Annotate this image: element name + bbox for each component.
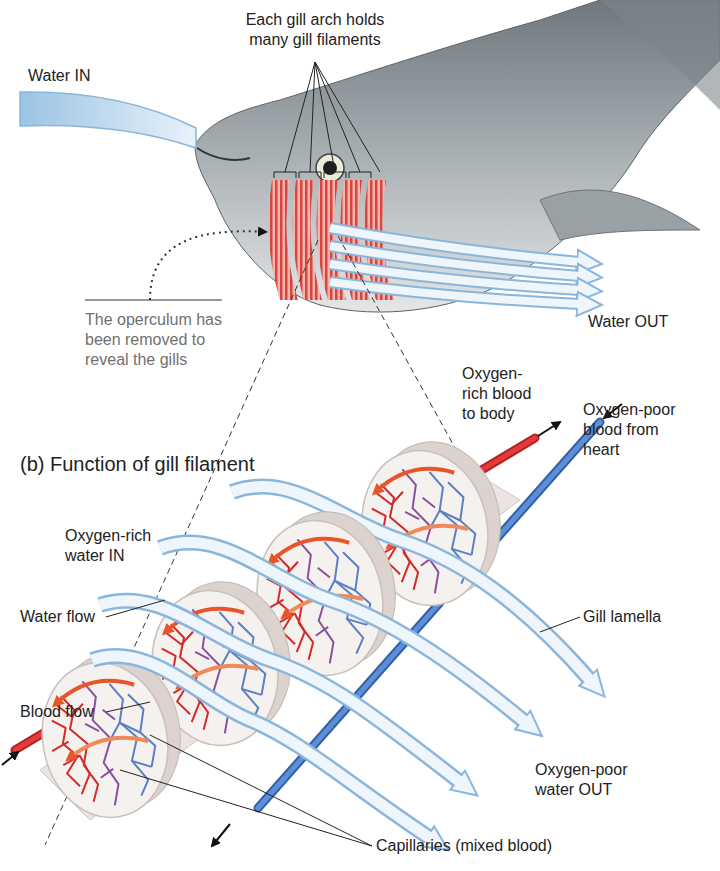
note-label: The operculum has been removed to reveal… (85, 310, 235, 370)
callout-label: Blood flow (20, 702, 130, 722)
callout-label: Gill lamella (583, 607, 713, 627)
callout-label: Oxygen-rich water IN (65, 526, 175, 566)
callout-label: Water flow (20, 607, 130, 627)
callout-label: Oxygen-rich blood to body (462, 364, 546, 424)
callout-label: Each gill arch holds many gill filaments (225, 10, 405, 50)
callout-label: Oxygen-poor blood from heart (583, 400, 687, 460)
callout-label: Capillaries (mixed blood) (376, 836, 676, 856)
callout-label: Water OUT (588, 312, 718, 332)
callout-label: Water IN (28, 66, 158, 86)
panel-heading: (b) Function of gill filament (20, 452, 340, 476)
callout-label: Oxygen-poor water OUT (535, 760, 655, 800)
